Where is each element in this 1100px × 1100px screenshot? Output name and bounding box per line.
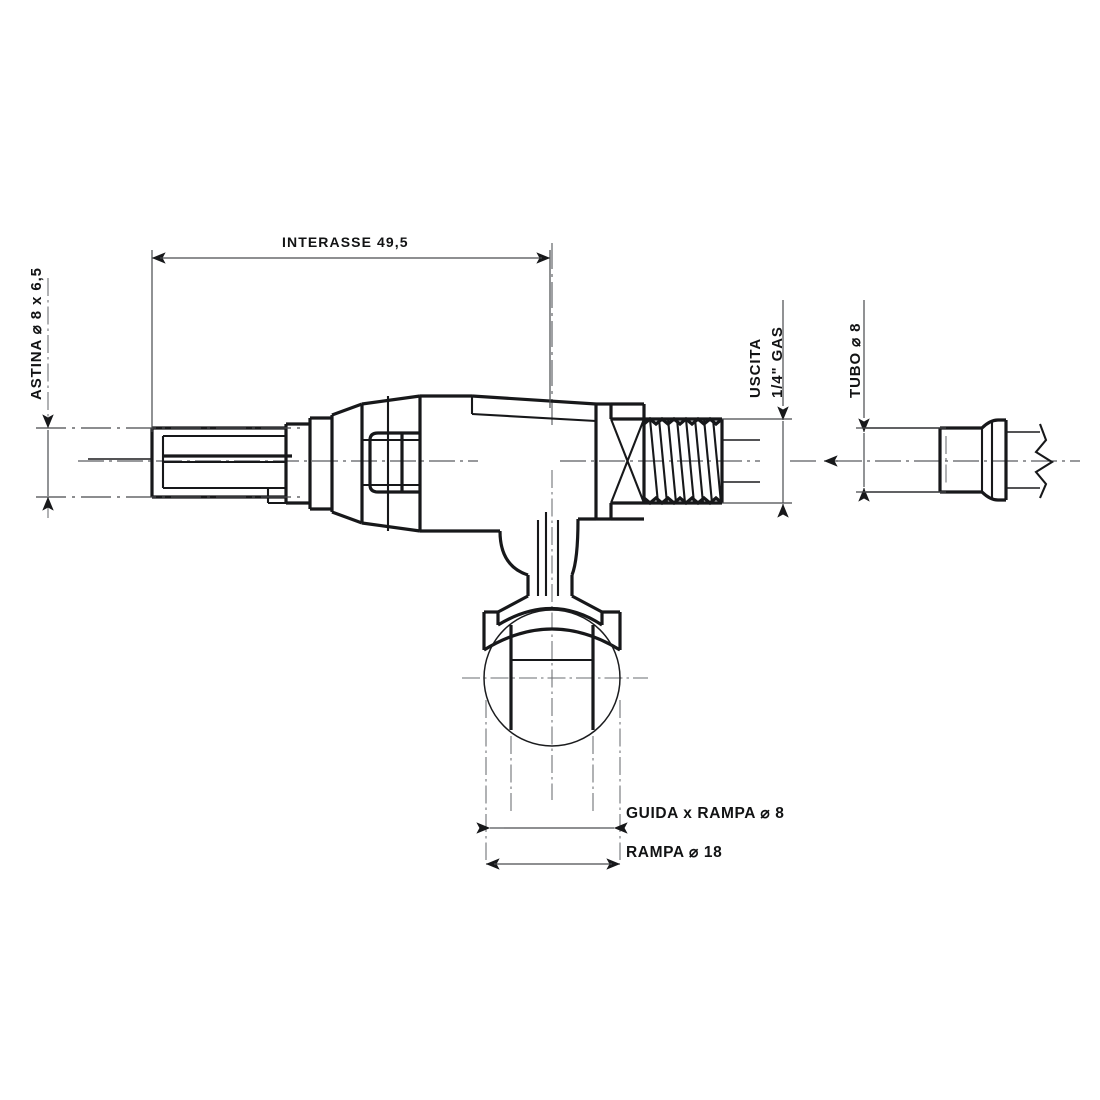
dimension-astina-label: ASTINA ⌀ 8 x 6,5 (28, 267, 45, 400)
dimension-astina: ASTINA ⌀ 8 x 6,5 (28, 267, 300, 511)
dimension-rampa-label: RAMPA ⌀ 18 (626, 844, 722, 861)
ramp-circle-view (483, 609, 621, 860)
dimension-guida-rampa-label: GUIDA x RAMPA ⌀ 8 (626, 805, 784, 822)
dimension-interasse-label: INTERASSE 49,5 (282, 234, 409, 250)
dimension-interasse: INTERASSE 49,5 (151, 234, 551, 432)
dimension-uscita-gas: USCITA 1/4" GAS (722, 300, 838, 518)
gland-nut (330, 394, 422, 533)
hex-nut-and-thread (596, 402, 760, 521)
dimension-guida-rampa: GUIDA x RAMPA ⌀ 8 (476, 805, 784, 834)
dimension-uscita-label-line2: 1/4" GAS (769, 326, 786, 398)
dimension-uscita-label-line1: USCITA (747, 338, 764, 398)
dimension-tubo-label: TUBO ⌀ 8 (847, 323, 864, 398)
valve-body (420, 394, 622, 652)
dimension-tubo: TUBO ⌀ 8 (847, 300, 946, 502)
dimension-rampa: RAMPA ⌀ 18 (485, 844, 722, 870)
